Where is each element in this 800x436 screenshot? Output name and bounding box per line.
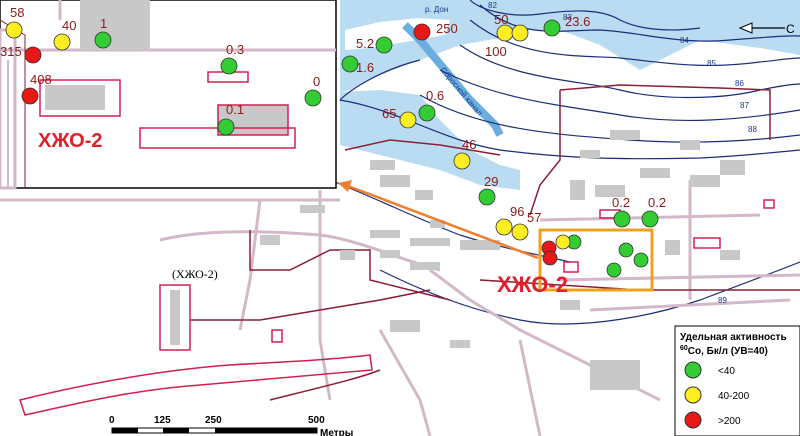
sample-point-1 <box>496 24 514 42</box>
cluster-point-1 <box>542 250 558 266</box>
legend-subtitle: 60Co, Бк/л (УВ=40) <box>680 345 768 357</box>
inset-sample-point-2 <box>94 31 112 49</box>
sample-point-label-1: 50 <box>494 12 508 27</box>
cluster-point-3 <box>618 242 634 258</box>
arrow-head <box>338 180 352 192</box>
inset-sample-point-6 <box>304 89 322 107</box>
sample-point-4 <box>375 36 393 54</box>
sample-point-label-8: 46 <box>462 137 476 152</box>
legend-label-0: <40 <box>718 366 735 377</box>
inset-sample-point-label-6: 0 <box>313 74 320 89</box>
sample-point-label-10: 96 <box>510 204 524 219</box>
contour-label-84: 84 <box>680 36 689 45</box>
sample-point-12 <box>613 210 631 228</box>
inset-title: ХЖО-2 <box>38 130 103 152</box>
inset-sample-point-label-2: 1 <box>100 16 107 31</box>
sample-point-8 <box>453 152 471 170</box>
buildings <box>260 130 745 390</box>
legend-swatch-2 <box>684 411 702 429</box>
sample-point-label-12: 0.2 <box>612 195 630 210</box>
scale-unit: Метры <box>320 428 353 436</box>
inset-sample-point-7 <box>217 118 235 136</box>
inset-sample-point-4 <box>21 87 39 105</box>
scale-tick-125: 125 <box>154 415 171 426</box>
legend-label-1: 40-200 <box>718 391 750 402</box>
inset-sample-point-label-5: 0.3 <box>226 42 244 57</box>
sample-point-label-7: 0.6 <box>426 88 444 103</box>
scale-bar <box>111 427 318 434</box>
inset-sample-point-5 <box>220 57 238 75</box>
contour-labels: 82 83 84 85 86 87 88 89 <box>488 1 757 305</box>
sample-point-2 <box>511 24 529 42</box>
scale-tick-250: 250 <box>205 415 222 426</box>
contour-label-89: 89 <box>718 296 727 305</box>
sample-point-label-2: 100 <box>485 44 507 59</box>
sample-point-9 <box>478 188 496 206</box>
legend-swatch-0 <box>684 361 702 379</box>
inset-pointer-arrow <box>347 184 539 260</box>
sample-point-label-5: 1.6 <box>356 60 374 75</box>
legend-label-2: >200 <box>718 416 741 427</box>
cluster-point-5 <box>606 262 622 278</box>
inset-sample-point-1 <box>53 33 71 51</box>
contour-label-83: 83 <box>563 13 572 22</box>
north-label: С <box>786 22 795 36</box>
sample-point-label-11: 57 <box>527 210 541 225</box>
sample-point-label-3: 23.6 <box>565 14 590 29</box>
sample-point-label-0: 250 <box>436 21 458 36</box>
inset-sample-point-3 <box>24 46 42 64</box>
sample-point-5 <box>341 55 359 73</box>
contour-label-85: 85 <box>707 59 716 68</box>
contour-label-86: 86 <box>735 79 744 88</box>
inset-sample-point-label-7: 0.1 <box>226 102 244 117</box>
lower-water <box>340 90 520 190</box>
storage-inner-block <box>170 290 180 345</box>
legend-swatch-1 <box>684 386 702 404</box>
contour-label-88: 88 <box>748 125 757 134</box>
facility-highlight-box <box>538 228 654 292</box>
scale-tick-0: 0 <box>109 415 115 426</box>
sample-point-0 <box>413 23 431 41</box>
legend: Удельная активность 60Co, Бк/л (УВ=40) <… <box>674 325 800 436</box>
scale-tick-500: 500 <box>308 415 325 426</box>
inset-sample-point-0 <box>5 21 23 39</box>
river-water <box>340 0 800 92</box>
sample-point-3 <box>543 19 561 37</box>
sample-point-13 <box>641 210 659 228</box>
inset-sample-point-label-3: 315 <box>0 44 22 59</box>
sample-point-7 <box>418 104 436 122</box>
inset-sample-point-label-1: 40 <box>62 18 76 33</box>
inset-sample-point-label-0: 58 <box>10 5 24 20</box>
sample-point-label-6: 65 <box>382 106 396 121</box>
north-arrow: С <box>738 22 795 36</box>
facility-label: ХЖО-2 <box>497 272 568 297</box>
river-label: р. Дон <box>425 5 448 14</box>
sample-point-11 <box>511 223 529 241</box>
sample-point-label-4: 5.2 <box>356 36 374 51</box>
facility-paren-label: (ХЖО-2) <box>172 267 218 281</box>
sample-point-6 <box>399 111 417 129</box>
sample-point-label-13: 0.2 <box>648 195 666 210</box>
contour-label-82: 82 <box>488 1 497 10</box>
sample-point-label-9: 29 <box>484 174 498 189</box>
sample-point-10 <box>495 218 513 236</box>
legend-subtitle-text: Co, Бк/л (УВ=40) <box>688 346 768 357</box>
contour-label-87: 87 <box>740 101 749 110</box>
inset-sample-point-label-4: 408 <box>30 72 52 87</box>
legend-title: Удельная активность <box>680 332 787 343</box>
cluster-point-4 <box>633 252 649 268</box>
cluster-point-6 <box>555 234 571 250</box>
legend-superscript: 60 <box>680 345 688 352</box>
